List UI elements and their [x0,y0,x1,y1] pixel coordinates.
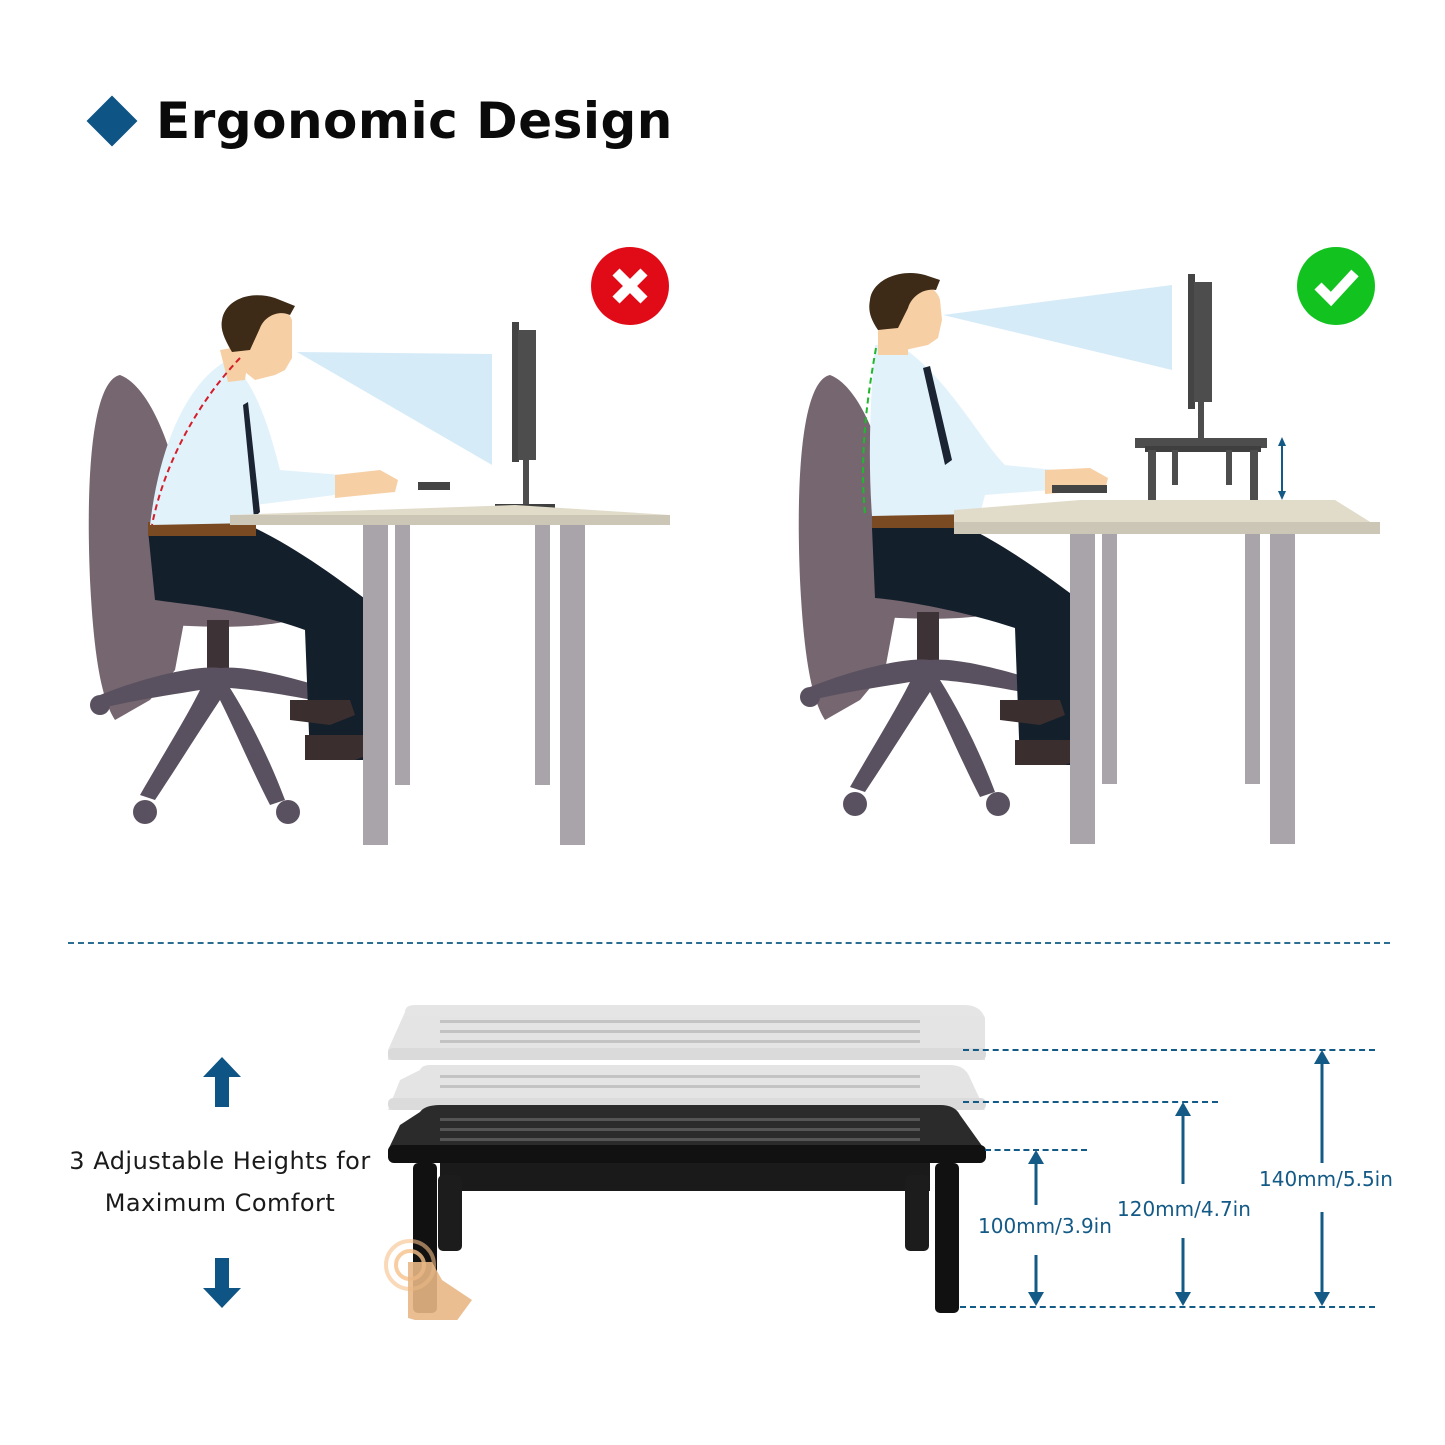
height-label-100: 100mm/3.9in [976,1214,1114,1238]
section-divider [68,942,1390,944]
arrow-up-icon [203,1057,241,1107]
height-label-120: 120mm/4.7in [1115,1197,1253,1221]
guide-line-140 [963,1049,1375,1051]
wrong-posture-badge [591,247,669,325]
dimension-100 [1028,1150,1044,1308]
dimension-140 [1314,1050,1330,1308]
guide-line-base [960,1306,1375,1308]
diamond-icon [86,95,138,147]
caption-line-1: 3 Adjustable Heights for [69,1147,371,1175]
x-icon [612,268,648,304]
page-title: Ergonomic Design [86,92,673,150]
monitor-stand-illustration [384,1005,986,1320]
dimension-120 [1175,1102,1191,1308]
feature-caption: 3 Adjustable Heights for Maximum Comfort [62,1140,378,1224]
guide-line-120 [963,1101,1218,1103]
correct-posture-illustration [798,272,1380,844]
caption-line-2: Maximum Comfort [104,1189,336,1217]
title-text: Ergonomic Design [156,92,673,150]
check-icon [1314,269,1359,307]
height-label-140: 140mm/5.5in [1257,1167,1395,1191]
wrong-posture-illustration [88,295,670,845]
arrow-down-icon [203,1258,241,1308]
correct-posture-badge [1297,247,1375,325]
hand-press-icon [384,1239,472,1320]
